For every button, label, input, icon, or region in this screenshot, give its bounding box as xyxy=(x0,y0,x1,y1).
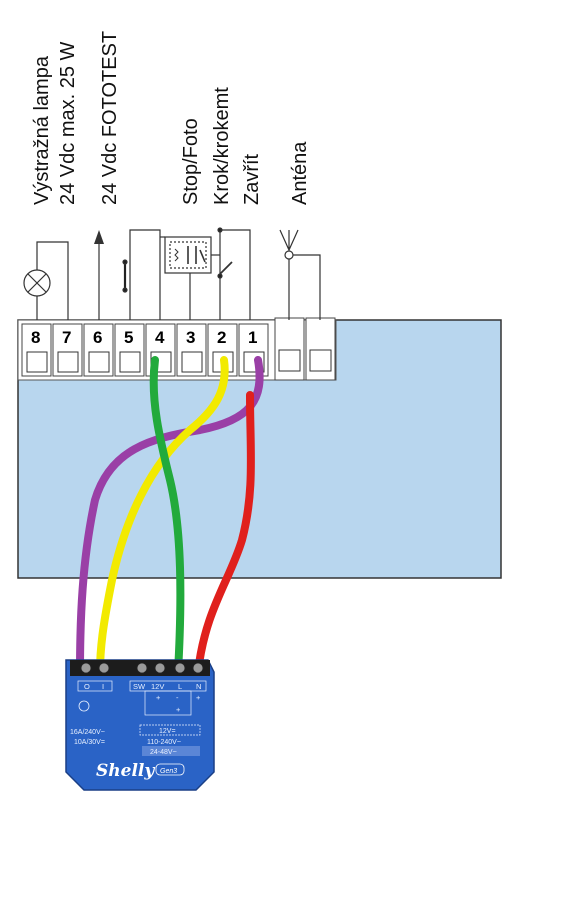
label-lamp-line2: 24 Vdc max. 25 W xyxy=(57,41,79,205)
label-antenna: Anténa xyxy=(289,141,311,205)
terminal-number: 1 xyxy=(248,328,257,347)
device-rating-dc: 10A/30V= xyxy=(74,739,105,746)
device-label-l: L xyxy=(178,682,182,691)
label-stop: Stop/Foto xyxy=(180,118,202,205)
terminal-numbers: 8 7 6 5 4 3 2 1 xyxy=(31,328,257,347)
wire-green xyxy=(149,356,185,676)
terminal-number: 3 xyxy=(186,328,195,347)
terminal-number: 5 xyxy=(124,328,133,347)
label-lamp-line1: Výstražná lampa xyxy=(31,55,53,205)
device-supply-12v: 12V= xyxy=(159,728,176,735)
device-rating-ac: 16A/240V~ xyxy=(70,729,105,736)
device-label-i: I xyxy=(102,682,104,691)
label-close: Zavřít xyxy=(241,153,263,205)
device-gen-badge: Gen3 xyxy=(160,768,177,775)
antenna-icon xyxy=(279,229,299,320)
device-plus-3: + xyxy=(176,705,181,714)
lamp-symbol-icon xyxy=(78,700,90,712)
label-step: Krok/krokemt xyxy=(211,87,233,205)
wires xyxy=(76,356,264,676)
wire-red xyxy=(194,391,255,676)
top-labels: Výstražná lampa 24 Vdc max. 25 W 24 Vdc … xyxy=(31,31,311,205)
terminal-number: 2 xyxy=(217,328,226,347)
device-supply-range: 24-48V~ xyxy=(150,749,177,756)
schematic-wiring xyxy=(23,227,321,320)
device-plus-1: + xyxy=(156,693,161,702)
terminal-number: 8 xyxy=(31,328,40,347)
device-screws xyxy=(80,662,204,674)
device-label-o: O xyxy=(84,682,90,691)
terminal-number: 4 xyxy=(155,328,165,347)
wire-purple xyxy=(76,356,264,676)
shelly-device: O I SW 12V L N + - + + 16A/240V~ 10A/30V… xyxy=(65,659,215,791)
terminal-number: 7 xyxy=(62,328,71,347)
terminal-number: 6 xyxy=(93,328,102,347)
device-supply-ac: 110-240V~ xyxy=(147,739,181,746)
label-fototest: 24 Vdc FOTOTEST xyxy=(99,31,121,205)
device-label-n: N xyxy=(196,682,201,691)
device-plus-2: + xyxy=(196,693,201,702)
shelly-logo: Shelly xyxy=(96,761,155,781)
device-minus: - xyxy=(176,693,179,702)
device-label-sw: SW xyxy=(133,682,146,691)
wire-yellow xyxy=(96,356,229,676)
device-label-12v: 12V xyxy=(151,682,164,691)
